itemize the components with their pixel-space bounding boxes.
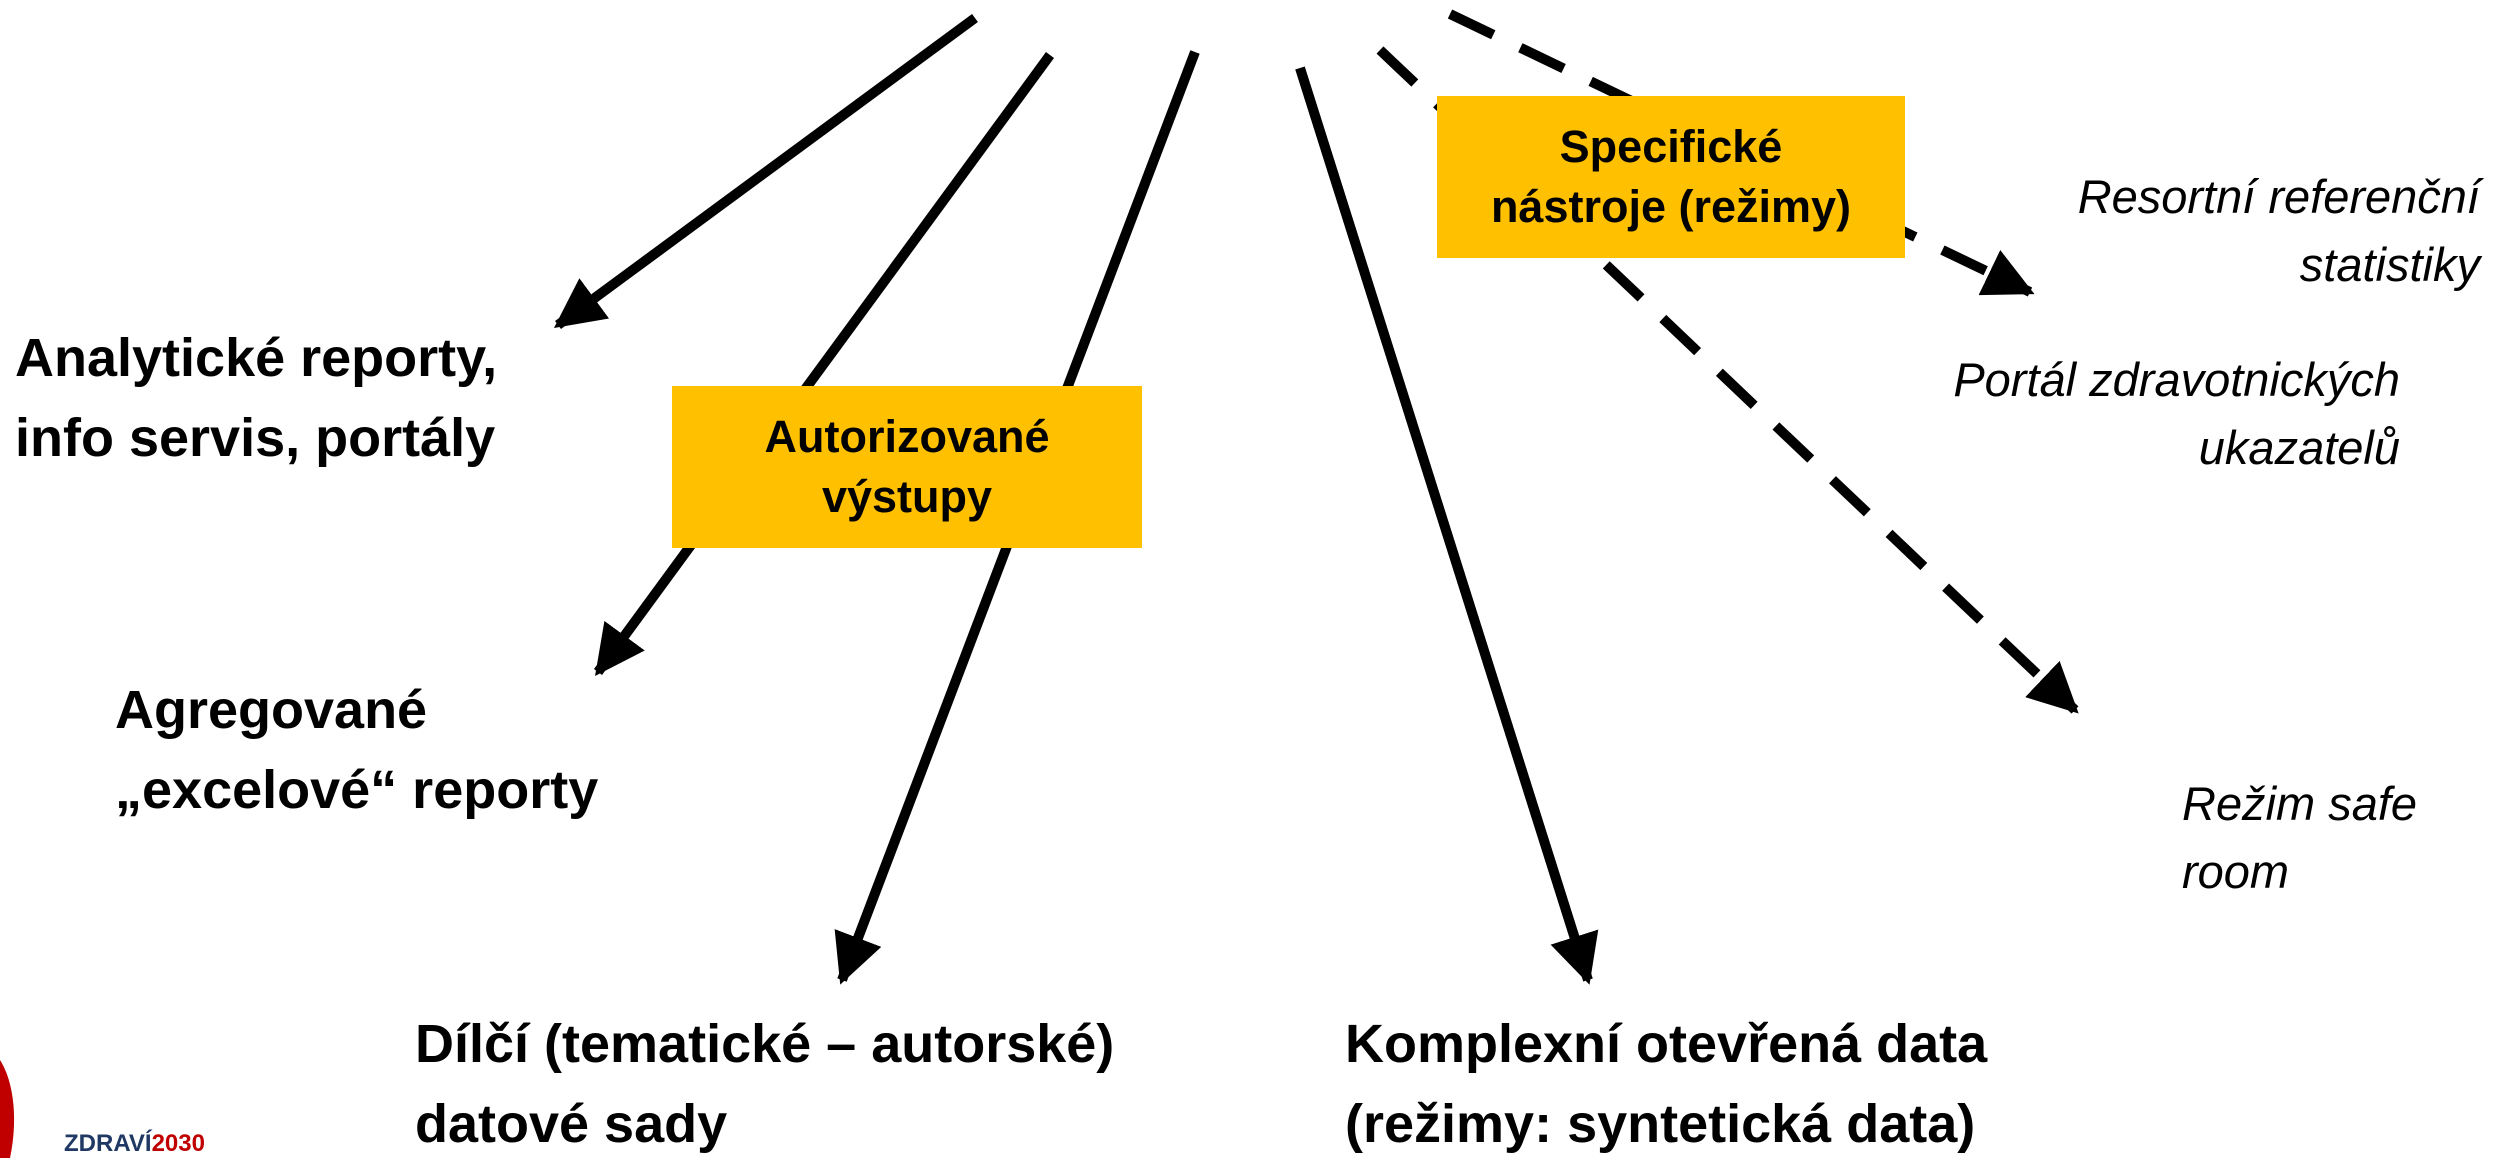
- analytic-reports-label: Analytické reporty, info servis, portály: [15, 318, 497, 478]
- complex-open-data-line1: Komplexní otevřená data: [1345, 1014, 1988, 1074]
- aggregated-reports-label: Agregované „excelové“ reporty: [115, 670, 598, 830]
- resort-statistics-label: Resortní referenční statistiky: [2078, 163, 2480, 299]
- specific-tools-line1: Specifické: [1559, 121, 1783, 172]
- safe-room-line1: Režim safe: [2182, 777, 2418, 830]
- aggregated-reports-line1: Agregované: [115, 680, 428, 740]
- health-indicators-portal-label: Portál zdravotnických ukazatelů: [1953, 346, 2400, 482]
- partial-datasets-line2: datové sady: [415, 1094, 728, 1154]
- analytic-reports-line1: Analytické reporty,: [15, 328, 498, 388]
- analytic-reports-line2: info servis, portály: [15, 408, 496, 468]
- arrow-to-aggregated-reports: [593, 52, 1055, 677]
- partial-datasets-line1: Dílčí (tematické – autorské): [415, 1014, 1115, 1074]
- logo-text-2030: 2030: [151, 1130, 205, 1157]
- arrow-to-analytic-reports: [553, 13, 978, 330]
- logo-swoosh-icon: [0, 1060, 15, 1158]
- authorized-outputs-line2: výstupy: [821, 471, 993, 522]
- safe-room-label: Režim safe room: [2182, 770, 2417, 906]
- arrow-to-complex-open-data: [1295, 66, 1599, 985]
- health-indicators-portal-line2: ukazatelů: [2198, 421, 2400, 474]
- authorized-outputs-line1: Autorizované: [764, 411, 1050, 462]
- health-indicators-portal-line1: Portál zdravotnických: [1953, 353, 2400, 406]
- logo-text-zdravi: ZDRAVÍ: [64, 1130, 152, 1157]
- resort-statistics-line1: Resortní referenční: [2077, 170, 2480, 223]
- authorized-outputs-box: Autorizované výstupy: [672, 386, 1142, 548]
- complex-open-data-label: Komplexní otevřená data (režimy: synteti…: [1345, 1004, 1987, 1164]
- aggregated-reports-line2: „excelové“ reporty: [115, 760, 599, 820]
- specific-tools-line2: nástroje (režimy): [1490, 181, 1852, 232]
- complex-open-data-line2: (režimy: syntetická data): [1345, 1094, 1976, 1154]
- partial-datasets-label: Dílčí (tematické – autorské) datové sady: [415, 1004, 1114, 1164]
- safe-room-line2: room: [2182, 845, 2290, 898]
- resort-statistics-line2: statistiky: [2299, 238, 2480, 291]
- zdravi-2030-logo: ZDRAVÍ2030: [0, 1060, 205, 1158]
- specific-tools-box: Specifické nástroje (režimy): [1437, 96, 1905, 258]
